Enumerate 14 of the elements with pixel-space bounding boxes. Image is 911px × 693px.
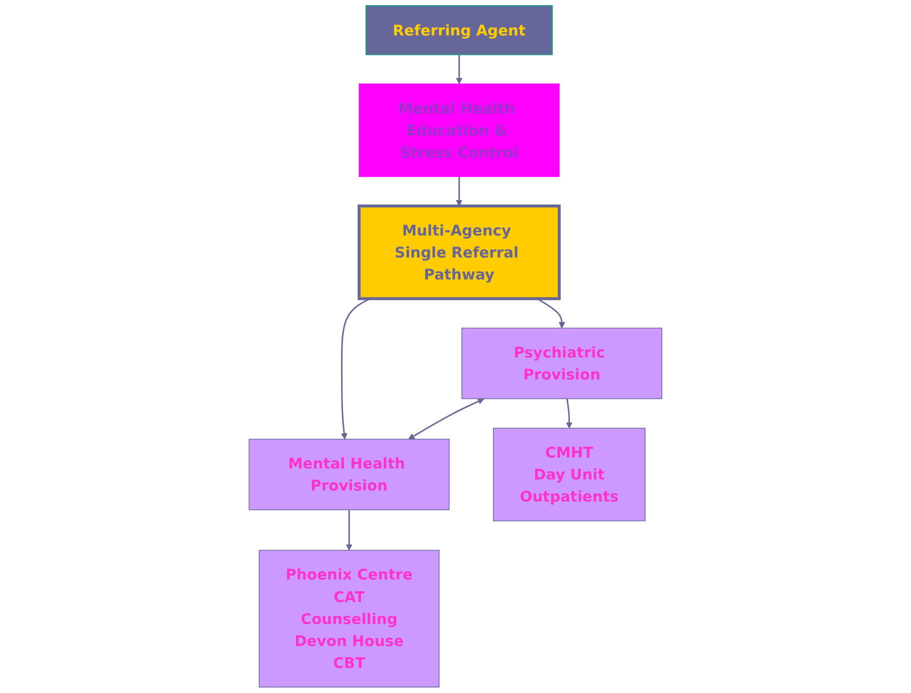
node-box: Phoenix Centre CAT Counselling Devon House CBT <box>258 550 440 688</box>
arrow <box>408 398 484 440</box>
node-box: Psychiatric Provision <box>461 328 662 400</box>
node-box: Mental Health Provision <box>248 438 450 510</box>
node-box: Mental Health Education & Stress Control <box>358 84 560 177</box>
node-box: Multi-Agency Single Referral Pathway <box>358 204 561 300</box>
arrow <box>566 398 572 428</box>
arrow <box>536 298 566 328</box>
arrow <box>346 510 352 551</box>
arrow <box>456 54 462 84</box>
arrow <box>340 298 370 440</box>
arrow <box>456 176 462 206</box>
node-box: CMHT Day Unit Outpatients <box>492 428 646 522</box>
node-box: Referring Agent <box>366 5 553 56</box>
